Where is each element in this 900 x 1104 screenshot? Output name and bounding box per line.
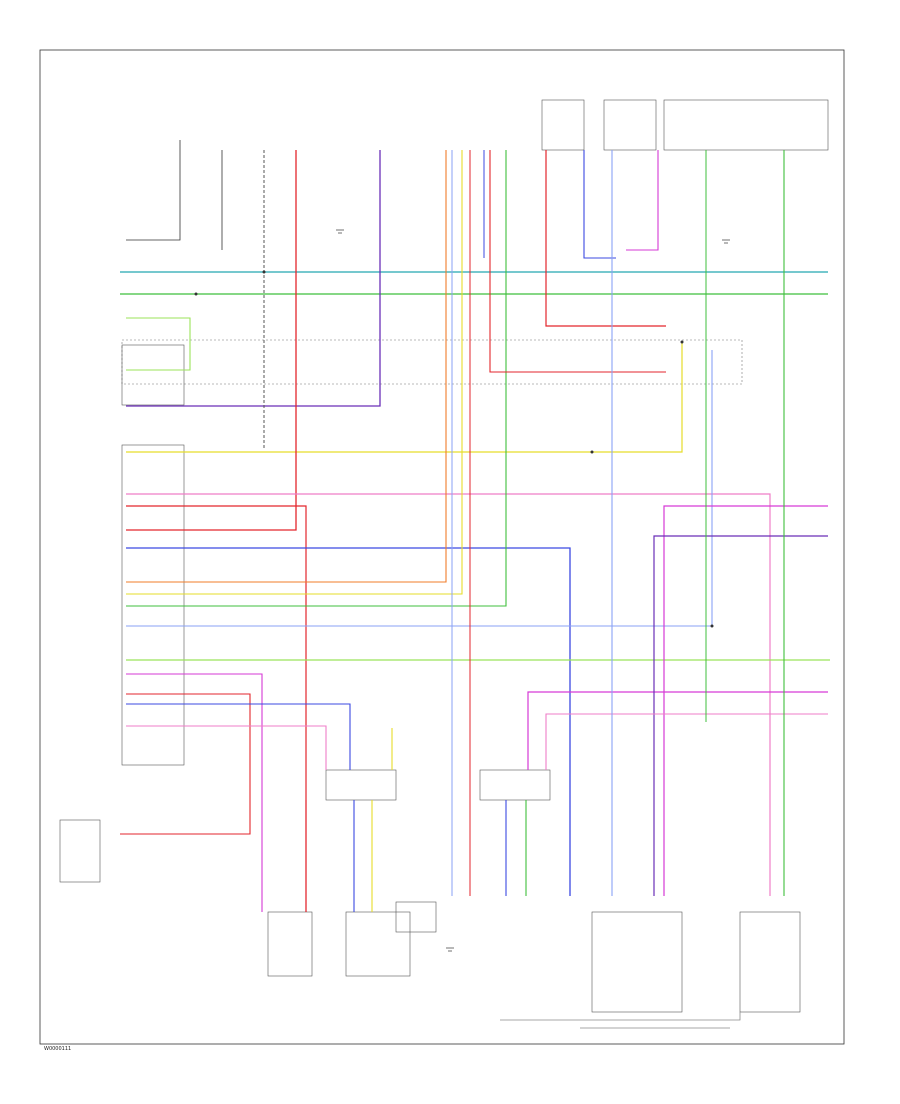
junction-dot [262, 270, 266, 274]
component-box-module-top [663, 99, 829, 151]
ground-symbol-right [722, 239, 730, 244]
wire-yellow-mid [126, 150, 463, 595]
wire-red-top-right [545, 150, 666, 327]
wire-orange-mid [126, 150, 447, 583]
wire-magenta-right-b [663, 505, 828, 896]
component-box-bottom-left [267, 911, 313, 977]
junction-dot [710, 624, 714, 628]
component-box-connector-mid-b [479, 769, 551, 801]
component-box-relay-top [541, 99, 585, 151]
wire-pink-right [545, 713, 828, 770]
component-box-connector-mid-a [325, 769, 397, 801]
wire-green-mid [126, 150, 507, 607]
component-box-bottom-mid [345, 911, 411, 977]
junction-dot [590, 450, 594, 454]
wire-black-ground-1 [126, 140, 181, 241]
component-box-bottom-right-b [739, 911, 801, 1013]
component-box-body-control [121, 339, 743, 385]
wire-magenta-lower [126, 673, 263, 912]
wire-pink-lower [126, 725, 327, 770]
wire-red-lower [120, 693, 251, 835]
footer-code: W0000111 [44, 1046, 71, 1052]
component-box-ground-switch [395, 901, 437, 933]
component-box-bottom-right-a [591, 911, 683, 1013]
pin-block-lower [121, 444, 185, 766]
wire-blue-top-right [583, 150, 616, 259]
wire-pink-long [126, 493, 771, 896]
wire-red-pin-upper [126, 150, 297, 531]
ground-symbol-left [336, 229, 344, 234]
wire-lightblue-mid [126, 350, 713, 627]
wire-green-pin-upper [126, 317, 191, 371]
wire-blue-lower [126, 703, 351, 770]
component-box-connector-left [59, 819, 101, 883]
wire-red-loop [489, 150, 666, 373]
junction-dot [194, 292, 198, 296]
junction-dot [680, 340, 684, 344]
wire-red-drop [126, 505, 307, 912]
pin-block-upper [121, 344, 185, 406]
component-box-switch-top [603, 99, 657, 151]
pin-column-lower [121, 444, 185, 766]
wire-magenta-right-a [527, 691, 828, 770]
pin-column-upper [121, 344, 185, 406]
wire-yellow-long [126, 342, 683, 453]
wire-magenta-top [626, 150, 659, 251]
wire-violet-left [126, 150, 381, 407]
wire-blue-mid [126, 547, 571, 896]
diagram-frame [39, 49, 845, 1045]
wire-violet-right [653, 535, 828, 896]
wire-gray-bottom [500, 1012, 741, 1021]
ground-symbol-bottom [446, 947, 454, 952]
